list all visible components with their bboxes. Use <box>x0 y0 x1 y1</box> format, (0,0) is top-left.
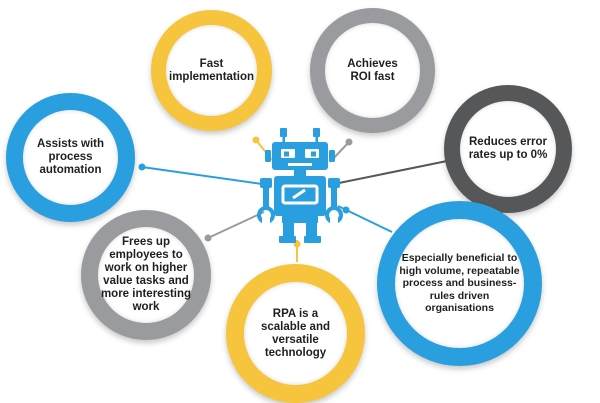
connector-dot-especially-beneficial <box>342 206 350 214</box>
connector-dot-frees-up <box>204 234 212 242</box>
connector-dot-assists <box>138 163 146 171</box>
benefit-achieves-roi: Achieves ROI fast <box>310 8 435 133</box>
connector-reduces-error <box>333 159 453 185</box>
robot-icon <box>257 128 343 243</box>
benefit-reduces-error: Reduces error rates up to 0% <box>444 85 572 213</box>
benefit-fast-implementation: Fast implementation <box>151 10 272 131</box>
connector-frees-up <box>207 211 265 239</box>
connector-dot-achieves-roi <box>345 138 353 146</box>
benefit-assists-automation-text: Assists with process automation <box>36 138 105 176</box>
benefit-especially-beneficial-text: Especially beneficial to high volume, re… <box>399 252 520 315</box>
connector-dot-fast-implementation <box>252 136 260 144</box>
benefit-especially-beneficial: Especially beneficial to high volume, re… <box>377 201 542 366</box>
connector-assists <box>141 166 263 185</box>
benefit-frees-up: Frees up employees to work on higher val… <box>81 210 211 340</box>
benefit-frees-up-text: Frees up employees to work on higher val… <box>100 236 192 313</box>
benefit-fast-implementation-text: Fast implementation <box>169 57 254 83</box>
benefit-rpa-scalable-text: RPA is a scalable and versatile technolo… <box>260 307 331 359</box>
benefit-reduces-error-text: Reduces error rates up to 0% <box>468 136 548 161</box>
benefit-assists-automation: Assists with process automation <box>6 93 135 222</box>
benefit-achieves-roi-text: Achieves ROI fast <box>347 57 398 83</box>
benefit-rpa-scalable: RPA is a scalable and versatile technolo… <box>226 264 365 403</box>
